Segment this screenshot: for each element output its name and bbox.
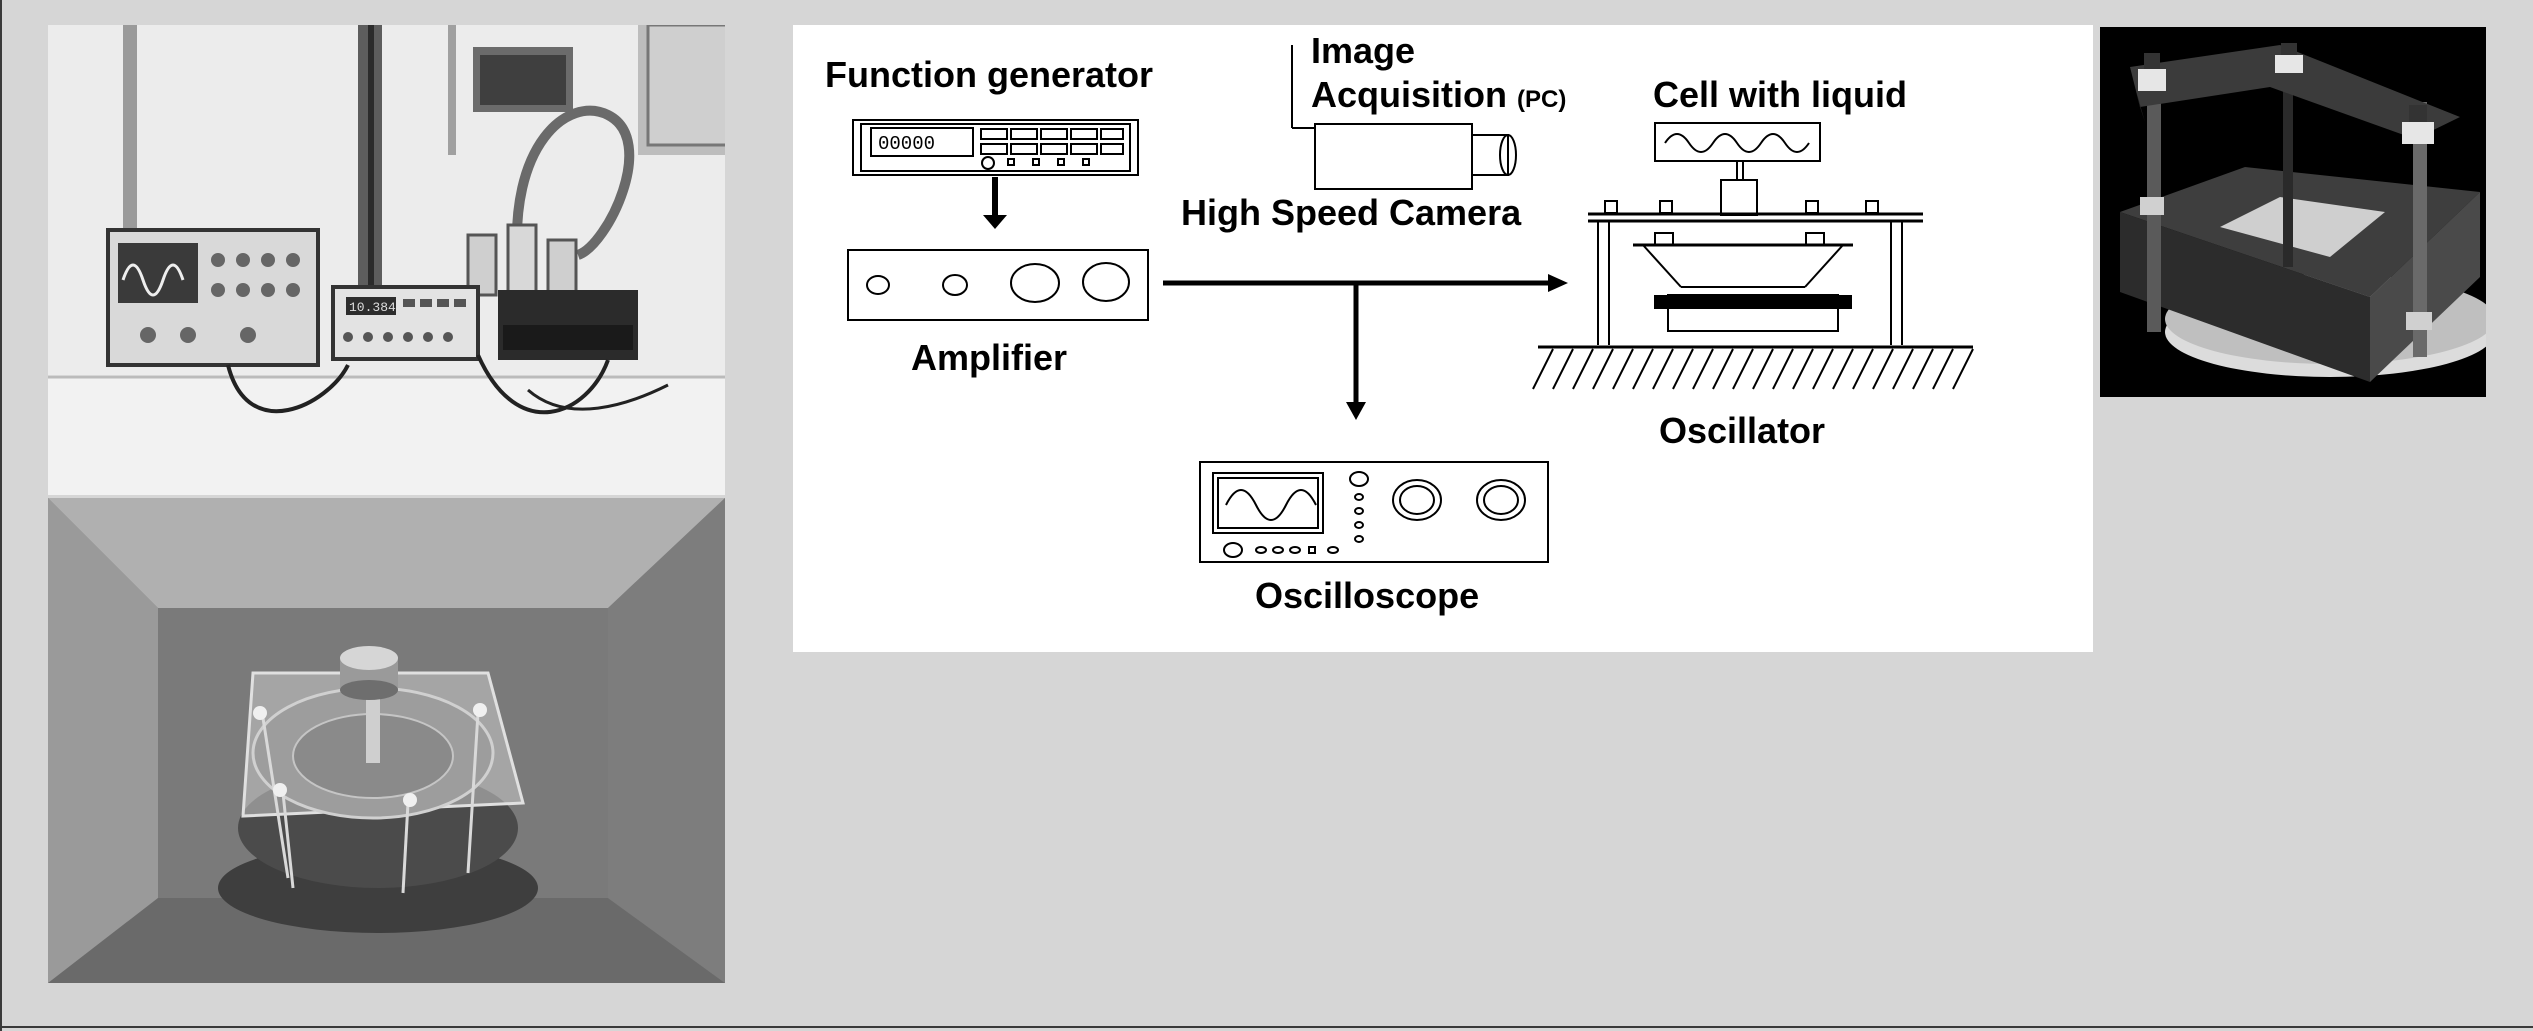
arrow-head-down-scope xyxy=(1346,402,1366,420)
label-image-acquisition-pc: (PC) xyxy=(1517,86,1567,113)
lab-bench-photo: 10.384 xyxy=(48,25,725,495)
ground-hatch xyxy=(1532,348,1974,390)
amplifier-device xyxy=(847,249,1149,321)
function-generator-device xyxy=(852,119,1139,176)
bottom-frame-line xyxy=(0,1026,2533,1028)
label-amplifier: Amplifier xyxy=(911,337,1068,378)
label-cell-with-liquid: Cell with liquid xyxy=(1653,74,1907,115)
cell-3d-render xyxy=(2100,27,2495,397)
oscillator-device xyxy=(1538,122,1973,349)
label-function-generator: Function generator xyxy=(825,54,1154,95)
generator-display-text: 00000 xyxy=(878,133,935,155)
setup-schematic: 00000 xyxy=(793,25,2093,652)
label-image-acquisition-line1: Image xyxy=(1311,30,1416,71)
oscillator-enclosure-photo xyxy=(48,498,725,983)
label-high-speed-camera: High Speed Camera xyxy=(1181,192,1522,233)
label-oscilloscope: Oscilloscope xyxy=(1255,575,1480,616)
label-oscillator: Oscillator xyxy=(1659,410,1826,451)
arrow-head-down xyxy=(983,215,1007,229)
generator-readout: 10.384 xyxy=(349,300,396,315)
label-image-acquisition-line2: Acquisition xyxy=(1311,74,1507,115)
arrow-head-right xyxy=(1548,274,1568,292)
label-image-acquisition: Acquisition (PC) xyxy=(1311,77,1566,113)
high-speed-camera-device xyxy=(1291,45,1517,190)
left-frame-line xyxy=(0,0,2,1031)
oscilloscope-device xyxy=(1199,461,1549,563)
